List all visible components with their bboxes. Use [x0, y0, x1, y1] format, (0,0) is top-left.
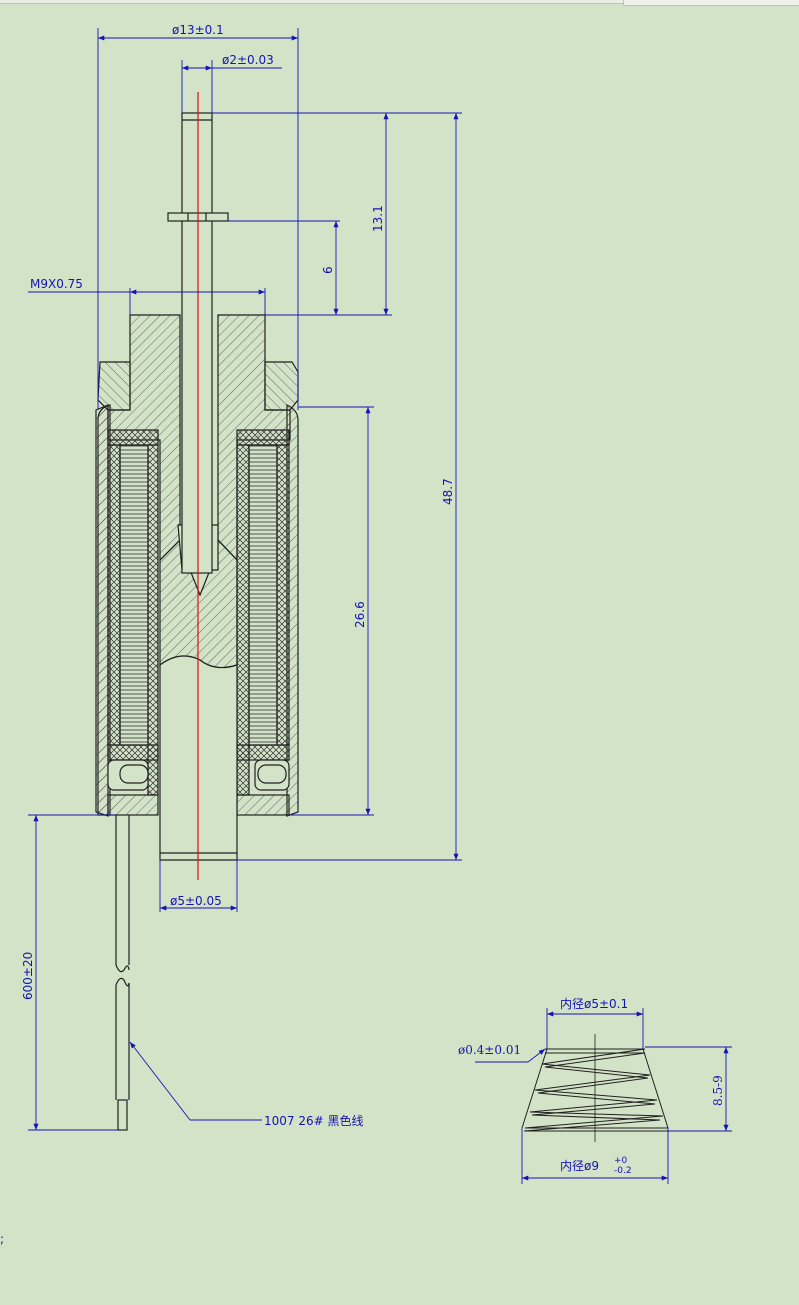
- spring-inner-bottom-label: 内径ø9: [560, 1159, 599, 1173]
- lead-wire-label: 1007 26# 黑色线: [264, 1114, 364, 1128]
- window-top-strip: [0, 0, 799, 4]
- body-length-label: 26.6: [353, 601, 367, 628]
- spring-wire-label: ø0.4±0.01: [458, 1043, 521, 1057]
- spring-inner-top-label: 内径ø5±0.1: [560, 997, 628, 1011]
- push-pin: [167, 112, 229, 574]
- stroke-13-label: 13.1: [371, 205, 385, 232]
- corner-mark: ;: [0, 1232, 5, 1246]
- window-top-tab: [623, 0, 799, 6]
- lead-length-label: 600±20: [21, 952, 35, 1000]
- outer-diameter-label: ø13±0.1: [172, 23, 224, 37]
- armature-diameter-label: ø5±0.05: [170, 894, 222, 908]
- spring-dimension-lines: [475, 1008, 732, 1184]
- lead-wire: [115, 815, 130, 1131]
- total-length-label: 48.7: [441, 478, 455, 505]
- spring-tol-lower: -0.2: [614, 1166, 632, 1176]
- dimension-lines: [28, 28, 462, 1131]
- stroke-6-label: 6: [321, 266, 335, 274]
- spring-detail: [521, 1034, 670, 1142]
- plunger-diameter-label: ø2±0.03: [222, 53, 274, 67]
- housing-section: [95, 314, 299, 817]
- thread-label: M9X0.75: [30, 277, 83, 291]
- spring-tol-upper: +0: [614, 1156, 628, 1166]
- spring-height-label: 8.5-9: [711, 1075, 725, 1106]
